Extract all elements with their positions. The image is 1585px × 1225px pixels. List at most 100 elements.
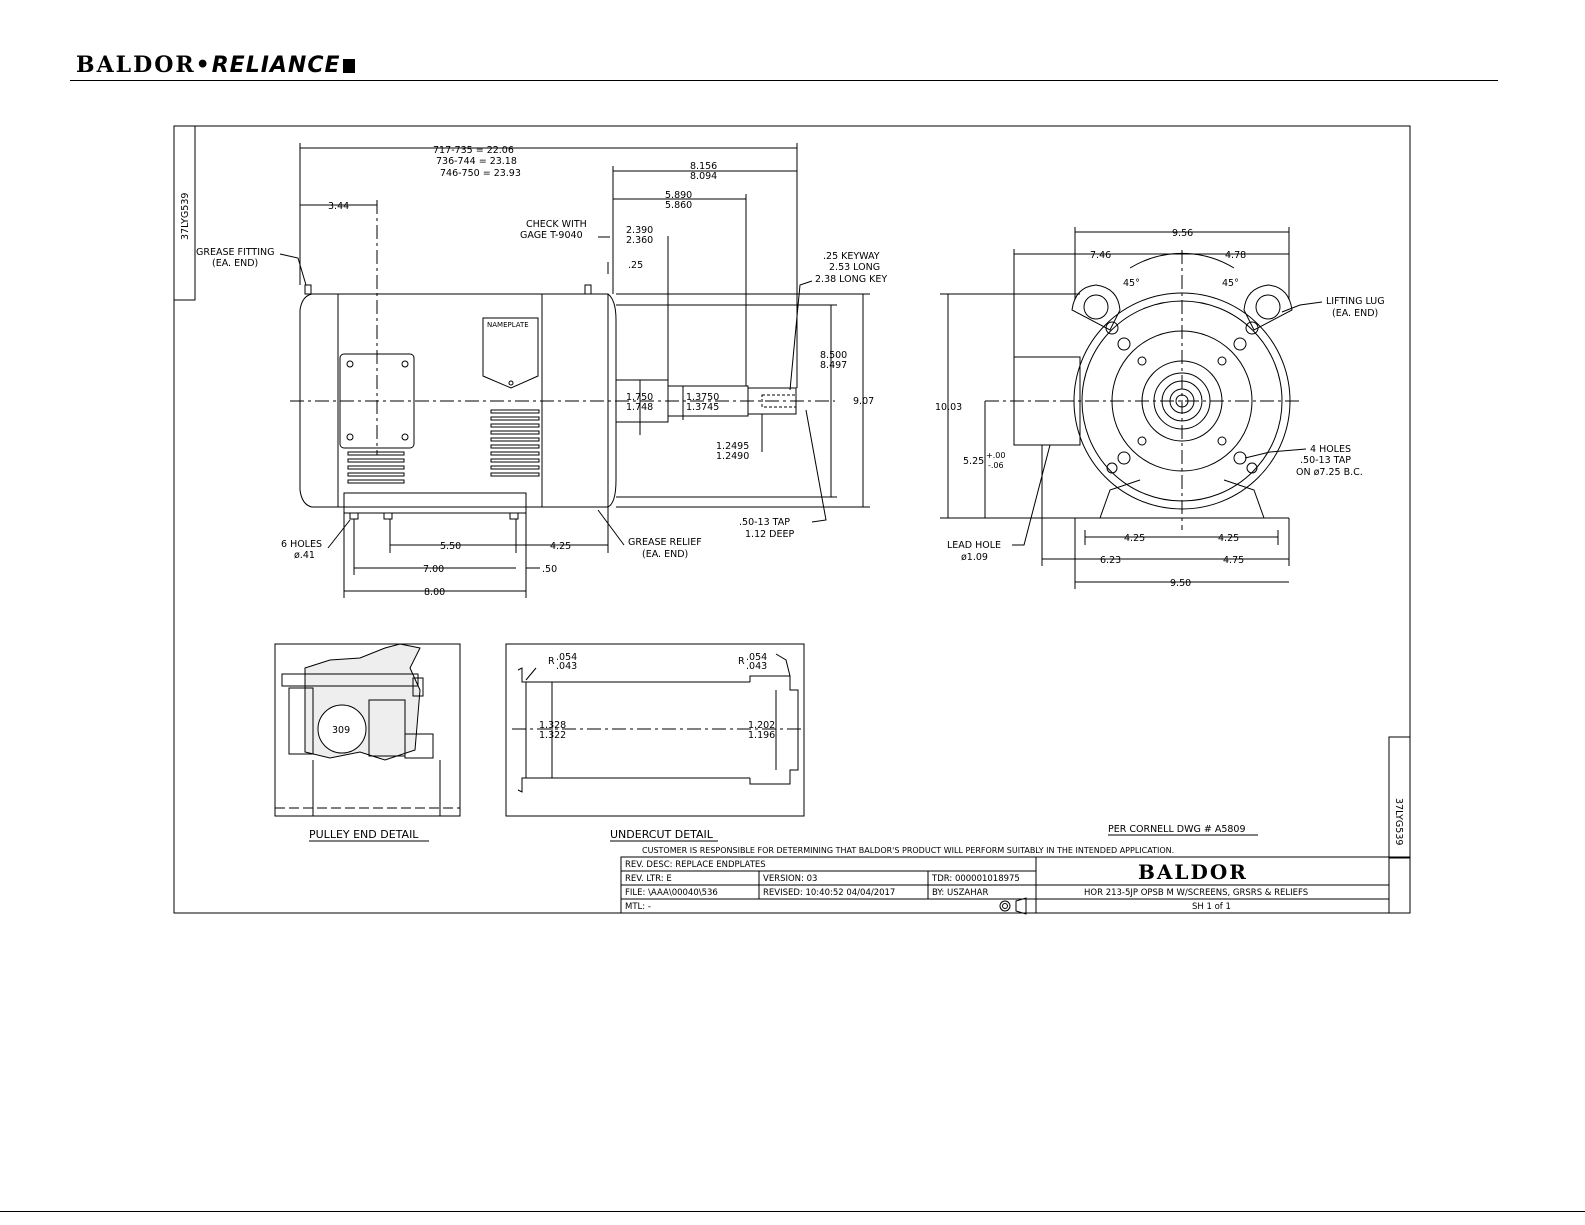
lifting-lug-1: LIFTING LUG <box>1326 296 1385 307</box>
dim-525: 5.25 <box>963 456 984 467</box>
brand-right: RELIANCE <box>211 53 341 78</box>
side-view <box>279 143 870 598</box>
grease-relief-2: (EA. END) <box>642 549 688 560</box>
overall-length-1: 717-735 = 22.06 <box>433 145 514 156</box>
page-header: BALDOR•RELIANCE <box>76 50 1496 82</box>
bearing-number: 309 <box>332 725 350 736</box>
dim-13750-lower: 1.3745 <box>686 402 719 413</box>
lifting-lug-2: (EA. END) <box>1332 308 1378 319</box>
tdr: TDR: 000001018975 <box>931 874 1020 884</box>
dim-475: 4.75 <box>1223 555 1244 566</box>
pulley-caption: PULLEY END DETAIL <box>309 828 419 841</box>
drawing-number-box-top <box>173 125 196 301</box>
rev-desc: REV. DESC: REPLACE ENDPLATES <box>625 860 766 870</box>
sheet: SH 1 of 1 <box>1192 902 1231 912</box>
grease-relief-1: GREASE RELIEF <box>628 537 702 548</box>
dim-525-tol-plus: +.00 <box>986 451 1005 460</box>
r-left-lower: .043 <box>556 661 577 672</box>
dim-12495-lower: 1.2490 <box>716 451 749 462</box>
dim-2390-lower: 2.360 <box>626 235 653 246</box>
dim-746: 7.46 <box>1090 250 1111 261</box>
dia-right-lower: 1.196 <box>748 730 775 741</box>
dim-623: 6.23 <box>1100 555 1121 566</box>
keyway-2: 2.53 LONG <box>829 262 880 273</box>
dim-025: .25 <box>628 260 643 271</box>
dim-050: .50 <box>542 564 557 575</box>
undercut-caption: UNDERCUT DETAIL <box>610 828 714 841</box>
title-block <box>620 856 1411 914</box>
dim-12495-upper: 1.2495 <box>716 441 749 452</box>
dim-2390-upper: 2.390 <box>626 225 653 236</box>
dim-1750-lower: 1.748 <box>626 402 653 413</box>
dim-425b: 4.25 <box>1218 533 1239 544</box>
drawing-border <box>173 125 1411 914</box>
r-right-upper: .054 <box>746 652 767 663</box>
lead-hole-2: ø1.09 <box>961 552 988 563</box>
dia-left-lower: 1.322 <box>539 730 566 741</box>
title-description: HOR 213-5JP OPSB M W/SCREENS, GRSRS & RE… <box>1084 888 1308 898</box>
angle-left: 45° <box>1123 278 1140 289</box>
six-holes-2: ø.41 <box>294 550 315 561</box>
pulley-end-detail <box>274 643 461 817</box>
four-holes-1: 4 HOLES <box>1310 444 1351 455</box>
dim-956: 9.56 <box>1172 228 1193 239</box>
r-right-letter: R <box>738 656 745 667</box>
check-gage-1: CHECK WITH <box>526 219 587 230</box>
per-cornell-note: PER CORNELL DWG # A5809 <box>1108 824 1246 835</box>
dim-3-44: 3.44 <box>328 201 349 212</box>
by: BY: USZAHAR <box>932 888 988 898</box>
angle-right: 45° <box>1222 278 1239 289</box>
undercut-detail <box>505 643 805 817</box>
dim-425: 4.25 <box>550 541 571 552</box>
grease-fitting-1: GREASE FITTING <box>196 247 275 258</box>
dia-right-upper: 1.202 <box>748 720 775 731</box>
dim-425a: 4.25 <box>1124 533 1145 544</box>
dim-525-tol-minus: -.06 <box>988 461 1004 470</box>
four-holes-2: .50-13 TAP <box>1300 455 1351 466</box>
r-left-upper: .054 <box>556 652 577 663</box>
keyway-3: 2.38 LONG KEY <box>815 274 887 285</box>
overall-length-3: 746-750 = 23.93 <box>440 168 521 179</box>
drawing-number-top: 37LYG539 <box>180 193 191 240</box>
dim-478: 4.78 <box>1225 250 1246 261</box>
dim-8156-upper: 8.156 <box>690 161 717 172</box>
r-left-letter: R <box>548 656 555 667</box>
dim-1003: 10.03 <box>935 402 962 413</box>
end-view <box>940 227 1323 589</box>
brand-left: BALDOR <box>76 52 196 78</box>
nameplate-label: NAMEPLATE <box>487 321 529 329</box>
rev-ltr: REV. LTR: E <box>625 874 672 884</box>
dia-left-upper: 1.328 <box>539 720 566 731</box>
grease-fitting-2: (EA. END) <box>212 258 258 269</box>
revised: REVISED: 10:40:52 04/04/2017 <box>763 888 895 898</box>
dim-907: 9.07 <box>853 396 874 407</box>
check-gage-2: GAGE T-9040 <box>520 230 583 241</box>
lead-hole-1: LEAD HOLE <box>947 540 1001 551</box>
dim-8156-lower: 8.094 <box>690 171 717 182</box>
four-holes-3: ON ø7.25 B.C. <box>1296 467 1363 478</box>
dim-8500-upper: 8.500 <box>820 350 847 361</box>
brand-dot: • <box>195 52 212 78</box>
mtl: MTL: - <box>625 902 651 912</box>
dim-700: 7.00 <box>423 564 444 575</box>
six-holes-1: 6 HOLES <box>281 539 322 550</box>
r-right-lower: .043 <box>746 661 767 672</box>
dim-950: 9.50 <box>1170 578 1191 589</box>
dim-13750-upper: 1.3750 <box>686 392 719 403</box>
title-brand: BALDOR <box>1138 860 1248 884</box>
projection-symbol-icon <box>999 897 1027 915</box>
drawing-number-bottom: 37LYG539 <box>1393 798 1404 845</box>
dim-5890-lower: 5.860 <box>665 200 692 211</box>
overall-length-2: 736-744 = 23.18 <box>436 156 517 167</box>
tap-2: 1.12 DEEP <box>745 529 794 540</box>
customer-note: CUSTOMER IS RESPONSIBLE FOR DETERMINING … <box>642 846 1174 855</box>
baldor-reliance-logo: BALDOR•RELIANCE <box>76 52 355 78</box>
dim-800: 8.00 <box>424 587 445 598</box>
keyway-1: .25 KEYWAY <box>823 251 880 262</box>
reliance-mark-icon <box>342 59 355 73</box>
dim-1750-upper: 1.750 <box>626 392 653 403</box>
file: FILE: \AAA\00040\536 <box>625 888 718 898</box>
drawing-number-box-bottom <box>1388 736 1411 859</box>
version: VERSION: 03 <box>763 874 817 884</box>
